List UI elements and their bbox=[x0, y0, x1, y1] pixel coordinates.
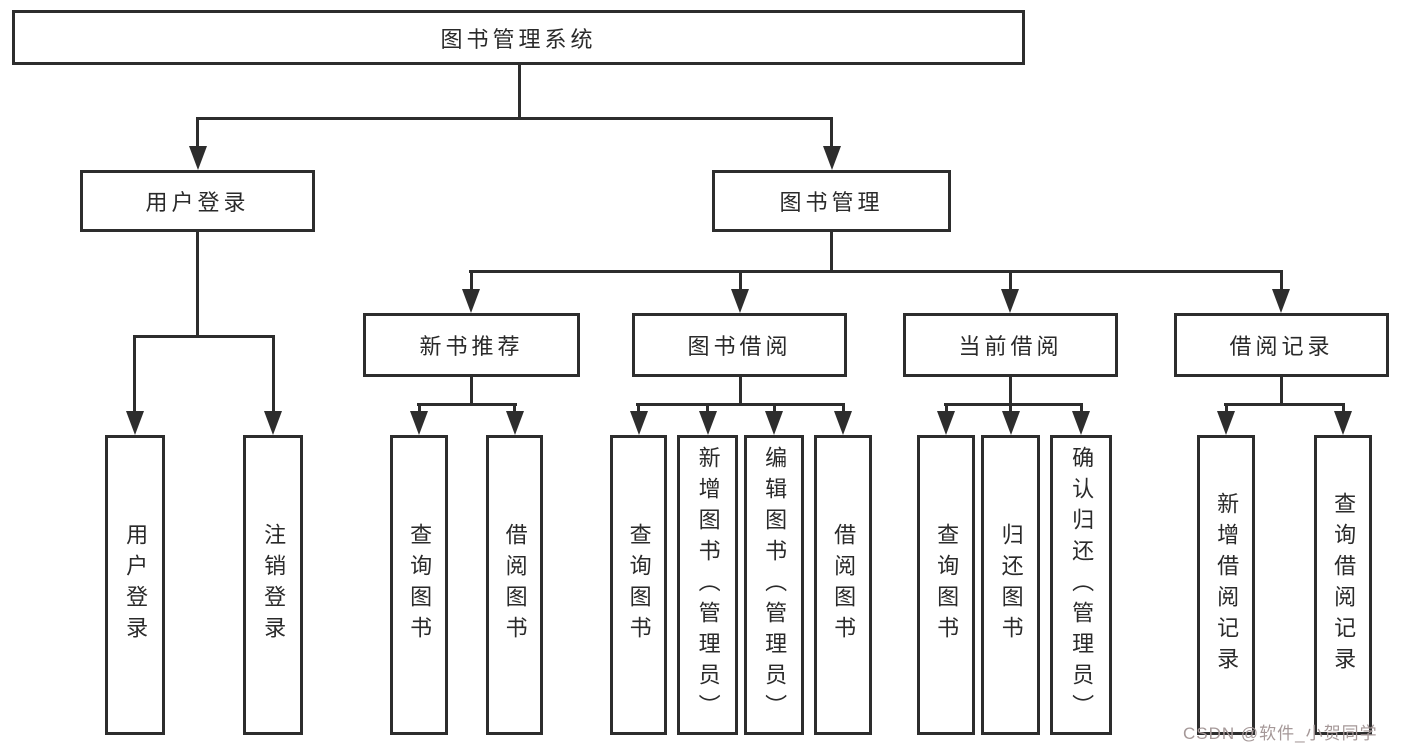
connector-vline bbox=[1008, 377, 1012, 405]
node-label: 新书推荐 bbox=[419, 334, 524, 359]
connector-vline bbox=[841, 403, 845, 413]
node-leaf-borrow-books-1: 借阅图书 bbox=[486, 435, 543, 735]
node-label: 编辑图书（管理员） bbox=[762, 445, 788, 725]
arrow-down-icon bbox=[1272, 289, 1290, 313]
connector-hline bbox=[417, 403, 517, 406]
connector-vline bbox=[513, 403, 516, 413]
arrow-down-icon bbox=[834, 411, 852, 435]
csdn-watermark: CSDN @软件_小贺同学 bbox=[1183, 724, 1378, 743]
node-leaf-edit-books-admin: 编辑图书（管理员） bbox=[744, 435, 804, 735]
connector-vline bbox=[1008, 270, 1012, 293]
connector-vline bbox=[738, 377, 742, 405]
node-leaf-search-borrow-record: 查询借阅记录 bbox=[1314, 435, 1372, 735]
connector-vline bbox=[1279, 377, 1283, 405]
node-label: 图书借阅 bbox=[687, 334, 792, 359]
node-user-login: 用户登录 bbox=[80, 170, 315, 232]
arrow-down-icon bbox=[1334, 411, 1352, 435]
connector-vline bbox=[271, 335, 275, 413]
connector-vline bbox=[830, 232, 833, 272]
connector-vline bbox=[1009, 403, 1012, 413]
arrow-down-icon bbox=[264, 411, 282, 435]
node-label: 借阅图书 bbox=[502, 523, 528, 647]
connector-vline bbox=[772, 403, 776, 413]
connector-vline bbox=[469, 377, 473, 405]
connector-vline bbox=[1279, 270, 1283, 293]
arrow-down-icon bbox=[937, 411, 955, 435]
connector-hline bbox=[196, 117, 833, 120]
arrow-down-icon bbox=[125, 411, 144, 435]
arrow-down-icon bbox=[698, 411, 717, 435]
node-label: 查询图书 bbox=[407, 523, 433, 647]
node-leaf-search-books-3: 查询图书 bbox=[917, 435, 975, 735]
node-label: 查询图书 bbox=[934, 523, 960, 647]
connector-hline bbox=[469, 270, 1283, 273]
node-new-book-recommend: 新书推荐 bbox=[363, 313, 580, 377]
node-book-management: 图书管理 bbox=[712, 170, 951, 232]
node-label: 归还图书 bbox=[998, 523, 1024, 647]
node-leaf-search-books-2: 查询图书 bbox=[610, 435, 667, 735]
node-leaf-return-books: 归还图书 bbox=[981, 435, 1040, 735]
node-label: 查询借阅记录 bbox=[1331, 492, 1357, 678]
connector-hline bbox=[133, 335, 275, 338]
node-label: 新增图书（管理员） bbox=[695, 445, 721, 725]
node-label: 当前借阅 bbox=[958, 334, 1063, 359]
connector-vline bbox=[517, 64, 521, 119]
arrow-down-icon bbox=[505, 411, 524, 435]
connector-vline bbox=[1341, 403, 1345, 413]
connector-vline bbox=[196, 232, 199, 337]
node-label: 确认归还（管理员） bbox=[1069, 445, 1095, 725]
node-leaf-user-login: 用户登录 bbox=[105, 435, 165, 735]
connector-vline bbox=[133, 335, 136, 413]
node-current-borrowing: 当前借阅 bbox=[903, 313, 1118, 377]
node-label: 借阅记录 bbox=[1229, 334, 1334, 359]
connector-vline bbox=[830, 117, 833, 149]
connector-hline bbox=[1224, 403, 1345, 406]
arrow-down-icon bbox=[629, 411, 648, 435]
node-label: 借阅图书 bbox=[831, 523, 857, 647]
connector-vline bbox=[1079, 403, 1083, 413]
arrow-down-icon bbox=[822, 146, 841, 170]
node-book-borrowing: 图书借阅 bbox=[632, 313, 847, 377]
node-borrowing-records: 借阅记录 bbox=[1174, 313, 1389, 377]
node-label: 图书管理 bbox=[779, 190, 884, 215]
arrow-down-icon bbox=[765, 411, 783, 435]
node-leaf-add-borrow-record: 新增借阅记录 bbox=[1197, 435, 1255, 735]
node-label: 新增借阅记录 bbox=[1214, 492, 1240, 678]
node-label: 图书管理系统 bbox=[440, 26, 597, 52]
node-label: 用户登录 bbox=[123, 523, 149, 647]
connector-vline bbox=[637, 403, 640, 413]
arrow-down-icon bbox=[410, 411, 428, 435]
node-leaf-logout: 注销登录 bbox=[243, 435, 303, 735]
connector-vline bbox=[738, 270, 742, 293]
node-leaf-borrow-books-2: 借阅图书 bbox=[814, 435, 872, 735]
arrow-down-icon bbox=[1072, 411, 1090, 435]
node-leaf-confirm-return-admin: 确认归还（管理员） bbox=[1050, 435, 1112, 735]
connector-vline bbox=[417, 403, 421, 413]
arrow-down-icon bbox=[731, 289, 749, 313]
arrow-down-icon bbox=[1217, 411, 1235, 435]
node-leaf-add-books-admin: 新增图书（管理员） bbox=[677, 435, 738, 735]
node-label: 注销登录 bbox=[261, 523, 287, 647]
node-label: 用户登录 bbox=[145, 190, 250, 215]
arrow-down-icon bbox=[1001, 289, 1019, 313]
connector-hline bbox=[944, 403, 1083, 406]
node-label: 查询图书 bbox=[626, 523, 652, 647]
connector-vline bbox=[469, 270, 473, 293]
node-leaf-search-books-1: 查询图书 bbox=[390, 435, 448, 735]
connector-vline bbox=[944, 403, 948, 413]
arrow-down-icon bbox=[462, 289, 480, 313]
connector-vline bbox=[706, 403, 709, 413]
node-library-management-system: 图书管理系统 bbox=[12, 10, 1025, 65]
connector-vline bbox=[196, 117, 199, 149]
arrow-down-icon bbox=[188, 146, 207, 170]
connector-vline bbox=[1224, 403, 1228, 413]
arrow-down-icon bbox=[1001, 411, 1020, 435]
